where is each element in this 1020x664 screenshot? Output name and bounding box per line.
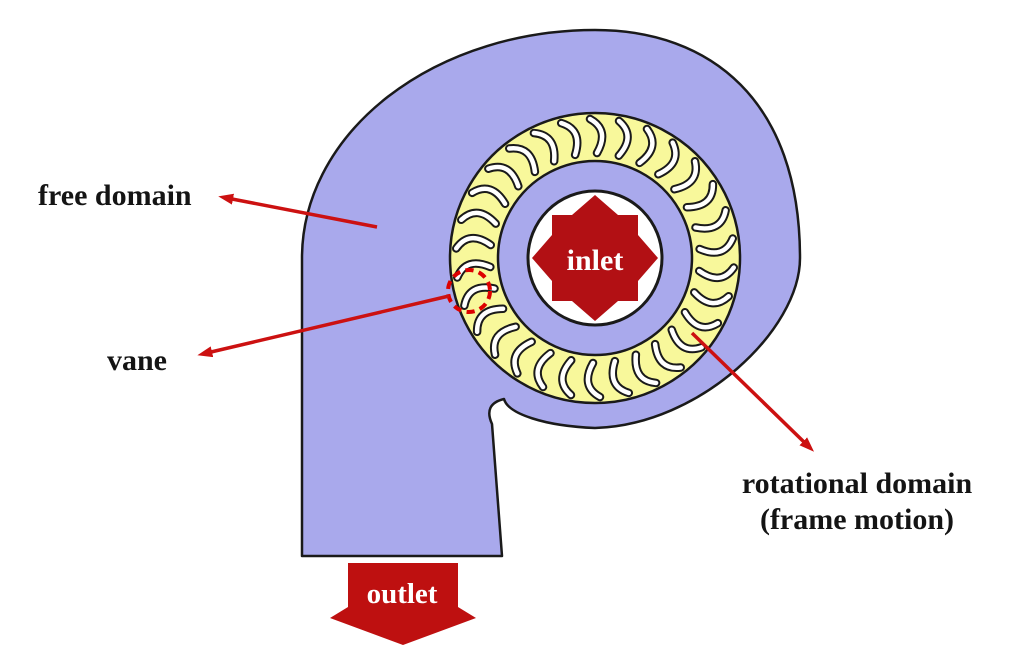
vane-label: vane <box>107 344 167 377</box>
rotational-domain-ring <box>448 111 742 405</box>
inlet-arrow-cross <box>532 195 658 321</box>
rotational-domain-label: rotational domain (frame motion) <box>707 466 1007 538</box>
leader-line-free-domain <box>218 193 378 229</box>
rotational-domain-label-line2: (frame motion) <box>759 503 955 536</box>
free-domain-label: free domain <box>38 179 192 212</box>
rotational-domain-label-line1: rotational domain <box>741 467 973 500</box>
inlet-label: inlet <box>567 244 624 277</box>
outlet-arrow <box>330 563 476 645</box>
leader-line-vane <box>197 294 450 358</box>
vane-highlight-circle <box>446 268 492 314</box>
leader-line-rotational-domain <box>690 331 815 452</box>
outlet-label: outlet <box>367 578 438 610</box>
